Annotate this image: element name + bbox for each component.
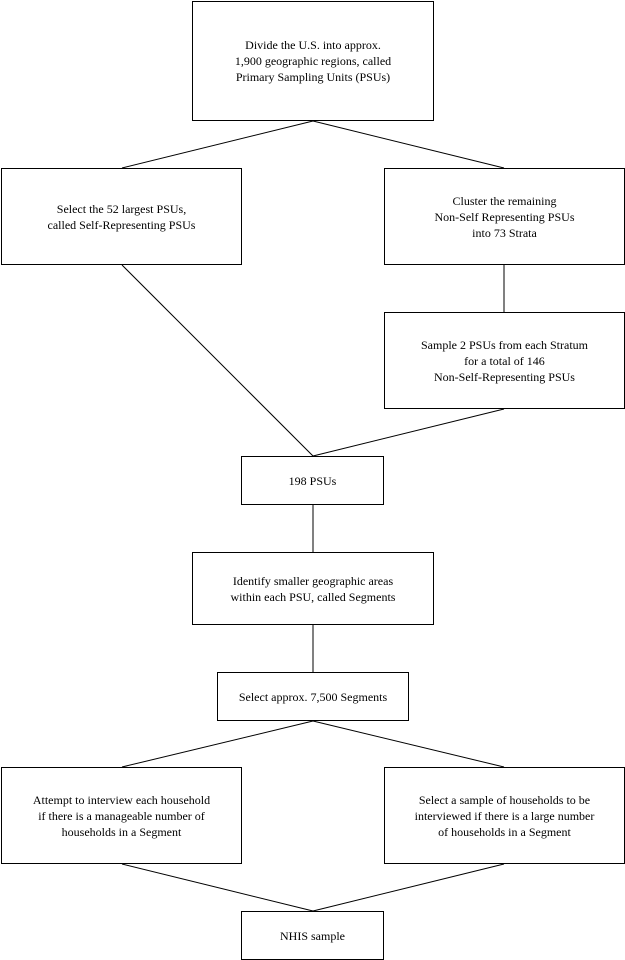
box-select52-text: Select the 52 largest PSUs, called Self-… (48, 201, 196, 233)
box-attempt-interview-each-household: Attempt to interview each household if t… (1, 767, 242, 864)
box-divide-text: Divide the U.S. into approx. 1,900 geogr… (235, 37, 391, 85)
box-selectsample-line-2: interviewed if there is a large number (414, 808, 595, 823)
connector-attempt-to-nhis (121, 863, 314, 912)
box-identify-line-2: within each PSU, called Segments (230, 589, 396, 604)
box-cluster-text: Cluster the remaining Non-Self Represent… (435, 193, 575, 241)
box-attempt-line-2: if there is a manageable number of (38, 808, 205, 823)
box-attempt-line-1: Attempt to interview each household (32, 792, 211, 807)
box-nhis-sample: NHIS sample (241, 911, 384, 960)
box-select-52-largest-psus: Select the 52 largest PSUs, called Self-… (1, 168, 242, 265)
box-cluster-remaining-psus: Cluster the remaining Non-Self Represent… (384, 168, 625, 265)
connector-sample2-to-198 (312, 408, 505, 457)
box-198-text: 198 PSUs (289, 473, 337, 489)
box-sample2-line-2: for a total of 146 (464, 353, 545, 368)
box-identify-text: Identify smaller geographic areas within… (231, 573, 396, 605)
box-nhis-text: NHIS sample (280, 928, 345, 944)
box-select7500-text: Select approx. 7,500 Segments (239, 689, 387, 705)
box-selectsample-line-1: Select a sample of households to be (418, 792, 591, 807)
box-select7500-line-1: Select approx. 7,500 Segments (238, 689, 388, 704)
box-cluster-line-3: into 73 Strata (472, 225, 537, 240)
connector-divide-to-select52 (121, 120, 314, 169)
box-selectsample-text: Select a sample of households to be inte… (415, 792, 595, 840)
box-sample-2-psus-per-stratum: Sample 2 PSUs from each Stratum for a to… (384, 312, 625, 409)
box-identify-segments: Identify smaller geographic areas within… (192, 552, 434, 625)
box-sample2-text: Sample 2 PSUs from each Stratum for a to… (421, 337, 588, 385)
box-select52-line-2: called Self-Representing PSUs (47, 217, 196, 232)
box-selectsample-line-3: of households in a Segment (438, 824, 571, 839)
box-nhis-line-1: NHIS sample (280, 928, 345, 943)
box-198-line-1: 198 PSUs (288, 473, 337, 488)
box-sample2-line-1: Sample 2 PSUs from each Stratum (421, 337, 588, 352)
connector-select7500-to-selectsample (312, 720, 505, 768)
box-cluster-line-1: Cluster the remaining (452, 193, 557, 208)
connector-select7500-to-attempt (121, 720, 314, 768)
box-198-psus: 198 PSUs (241, 456, 384, 505)
box-select-7500-segments: Select approx. 7,500 Segments (217, 672, 409, 721)
box-attempt-text: Attempt to interview each household if t… (33, 792, 210, 840)
box-sample2-line-3: Non-Self-Representing PSUs (433, 369, 575, 384)
box-cluster-line-2: Non-Self Representing PSUs (434, 209, 575, 224)
connector-selectsample-to-nhis (312, 863, 505, 912)
box-select-sample-of-households: Select a sample of households to be inte… (384, 767, 625, 864)
box-divide-line-1: Divide the U.S. into approx. (245, 38, 381, 52)
box-divide-us-into-psus: Divide the U.S. into approx. 1,900 geogr… (192, 1, 434, 121)
connector-select52-to-198 (121, 264, 314, 457)
box-identify-line-1: Identify smaller geographic areas (232, 573, 394, 588)
box-divide-line-2: 1,900 geographic regions, called (234, 54, 392, 68)
connector-divide-to-cluster (312, 120, 505, 169)
box-divide-line-3: Primary Sampling Units (PSUs) (235, 70, 391, 84)
box-attempt-line-3: households in a Segment (61, 824, 182, 839)
box-select52-line-1: Select the 52 largest PSUs, (56, 201, 187, 216)
